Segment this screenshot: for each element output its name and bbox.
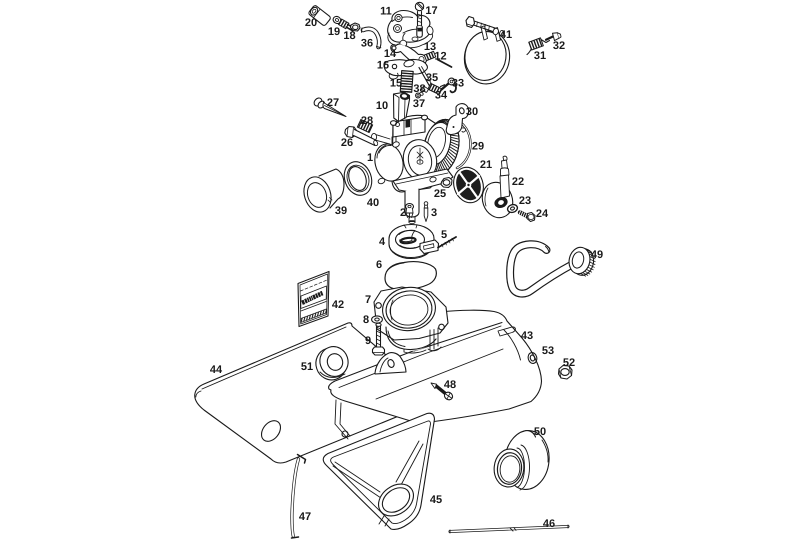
svg-text:49: 49 — [591, 249, 603, 261]
svg-text:33: 33 — [452, 78, 464, 90]
svg-text:18: 18 — [343, 30, 355, 42]
svg-text:14: 14 — [384, 48, 397, 60]
svg-text:26: 26 — [341, 137, 353, 149]
svg-text:31: 31 — [534, 50, 546, 62]
svg-text:28: 28 — [361, 115, 373, 127]
svg-text:44: 44 — [210, 364, 223, 376]
svg-text:45: 45 — [430, 494, 442, 506]
svg-text:24: 24 — [536, 208, 549, 220]
svg-text:34: 34 — [435, 90, 448, 102]
svg-text:41: 41 — [500, 29, 512, 41]
svg-text:35: 35 — [426, 72, 438, 84]
svg-text:19: 19 — [328, 26, 340, 38]
svg-text:6: 6 — [376, 259, 382, 271]
svg-text:40: 40 — [367, 197, 379, 209]
svg-text:11: 11 — [380, 6, 392, 18]
svg-text:15: 15 — [390, 78, 402, 90]
svg-text:38: 38 — [413, 83, 425, 95]
svg-text:17: 17 — [425, 5, 437, 17]
svg-text:46: 46 — [543, 518, 555, 530]
svg-text:29: 29 — [472, 141, 484, 153]
svg-text:13: 13 — [424, 41, 436, 53]
svg-text:53: 53 — [542, 345, 554, 357]
svg-text:10: 10 — [376, 100, 388, 112]
svg-text:9: 9 — [365, 335, 371, 347]
svg-text:2: 2 — [400, 207, 406, 219]
svg-text:36: 36 — [361, 38, 373, 50]
svg-text:42: 42 — [332, 299, 344, 311]
svg-text:16: 16 — [377, 60, 389, 72]
svg-text:25: 25 — [434, 188, 446, 200]
svg-text:37: 37 — [413, 98, 425, 110]
svg-text:30: 30 — [466, 106, 478, 118]
svg-text:32: 32 — [553, 40, 565, 52]
svg-text:8: 8 — [363, 314, 369, 326]
svg-text:50: 50 — [534, 426, 546, 438]
svg-text:43: 43 — [521, 330, 533, 342]
svg-text:22: 22 — [512, 176, 524, 188]
svg-text:3: 3 — [431, 207, 437, 219]
svg-text:48: 48 — [444, 379, 456, 391]
svg-text:5: 5 — [441, 229, 447, 241]
svg-text:52: 52 — [563, 357, 575, 369]
svg-text:20: 20 — [305, 17, 317, 29]
svg-text:12: 12 — [434, 51, 446, 63]
svg-text:21: 21 — [480, 159, 492, 171]
svg-text:1: 1 — [367, 152, 373, 164]
svg-text:39: 39 — [335, 205, 347, 217]
svg-text:23: 23 — [519, 195, 531, 207]
svg-text:51: 51 — [301, 361, 313, 373]
svg-text:7: 7 — [365, 294, 371, 306]
svg-text:27: 27 — [327, 97, 339, 109]
svg-text:4: 4 — [379, 236, 386, 248]
svg-text:47: 47 — [299, 511, 311, 523]
